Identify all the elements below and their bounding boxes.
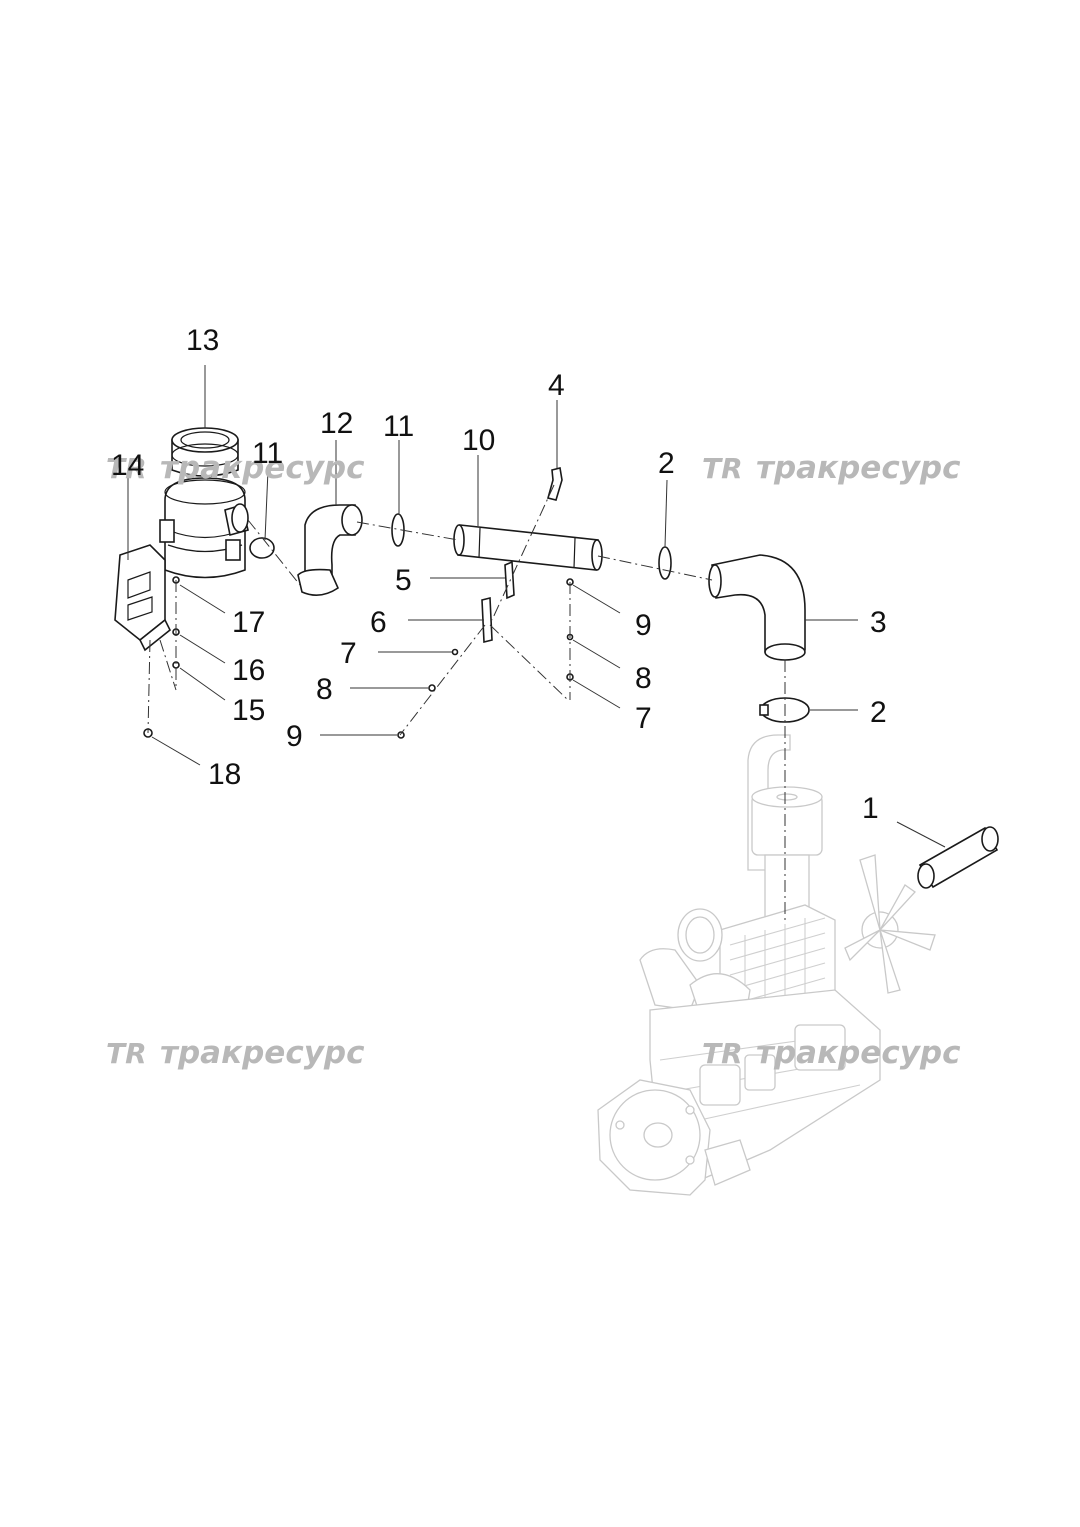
svg-text:тракресурс: тракресурс <box>160 1035 365 1071</box>
part-1-short-pipe <box>917 826 999 889</box>
callouts: 13 14 11 12 11 10 4 2 5 6 17 7 16 8 15 9… <box>111 324 887 825</box>
callout-2-lower: 2 <box>870 696 887 729</box>
part-11-clamp-left <box>249 537 275 559</box>
watermark-top-left: TR тракресурс <box>106 450 365 486</box>
part-5-bracket <box>504 560 515 600</box>
callout-5: 5 <box>395 564 412 597</box>
part-3-elbow <box>708 554 806 661</box>
callout-4: 4 <box>548 369 565 402</box>
part-12-elbow-hose <box>297 504 363 596</box>
callout-9-right: 9 <box>635 609 652 642</box>
callout-6: 6 <box>370 606 387 639</box>
callout-7-left: 7 <box>340 637 357 670</box>
svg-text:TR: TR <box>702 452 743 485</box>
part-10-straight-pipe <box>453 524 603 571</box>
fan <box>844 854 936 994</box>
callout-17: 17 <box>232 606 265 639</box>
watermark-top-right: TR тракресурс <box>702 450 961 486</box>
svg-text:TR: TR <box>106 1037 147 1070</box>
callout-8-right: 8 <box>635 662 652 695</box>
callout-3: 3 <box>870 606 887 639</box>
part-6-bracket <box>481 596 493 644</box>
svg-text:тракресурс: тракресурс <box>756 1035 961 1071</box>
svg-text:TR: TR <box>702 1037 743 1070</box>
callout-10: 10 <box>462 424 495 457</box>
callout-8-left: 8 <box>316 673 333 706</box>
svg-text:тракресурс: тракресурс <box>756 450 961 486</box>
callout-9-left: 9 <box>286 720 303 753</box>
callout-11-right: 11 <box>383 410 414 443</box>
watermark-bottom-right: TR тракресурс <box>702 1035 961 1071</box>
callout-7-right: 7 <box>635 702 652 735</box>
assembly-lines <box>147 484 786 920</box>
part-14-bracket <box>114 544 172 652</box>
callout-2-upper: 2 <box>658 447 675 480</box>
callout-18: 18 <box>208 758 241 791</box>
part-4-strap <box>547 467 563 501</box>
watermark-bottom-left: TR тракресурс <box>106 1035 365 1071</box>
part-2-ring-upper <box>658 546 672 580</box>
leader-lines <box>127 365 946 848</box>
part-13-filter-cover <box>171 427 239 477</box>
callout-12: 12 <box>320 407 353 440</box>
part-air-filter-housing <box>159 477 249 579</box>
svg-text:TR: TR <box>106 452 147 485</box>
fasteners <box>143 576 574 739</box>
callout-1: 1 <box>862 792 879 825</box>
callout-15: 15 <box>232 694 265 727</box>
callout-16: 16 <box>232 654 265 687</box>
callout-13: 13 <box>186 324 219 357</box>
callout-11-left: 11 <box>252 437 283 470</box>
engine-assembly <box>597 734 936 1196</box>
callout-14: 14 <box>111 449 144 482</box>
svg-text:тракресурс: тракресурс <box>160 450 365 486</box>
